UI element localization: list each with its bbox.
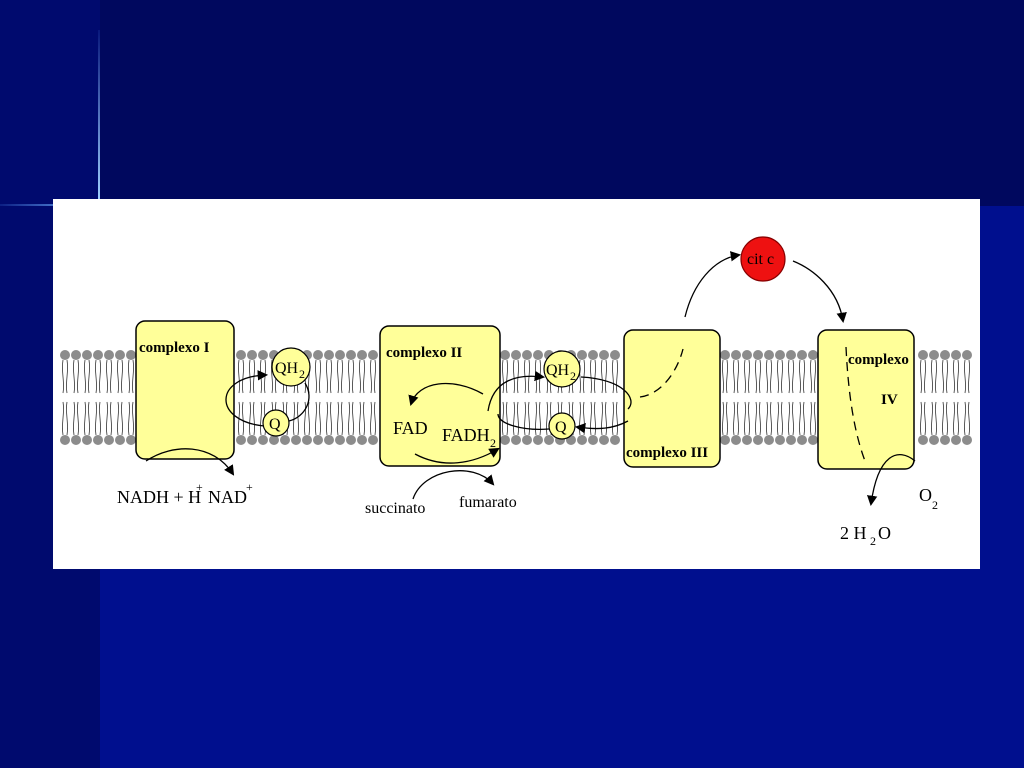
nadh-label: NADH + H	[117, 487, 201, 507]
diagram-panel: complexo I complexo II complexo III comp…	[53, 199, 980, 569]
complex-ii: complexo II	[379, 325, 501, 467]
complex-i: complexo I	[135, 320, 235, 460]
water-subscript: 2	[870, 534, 876, 548]
q-carrier-1: Q	[262, 409, 290, 437]
qh2-carrier-1: QH 2	[271, 347, 311, 387]
nad-label: NAD	[208, 487, 247, 507]
electron-transport-diagram: complexo I complexo II complexo III comp…	[60, 236, 972, 548]
qh2-carrier-2: QH 2	[543, 350, 581, 388]
q-carrier-2: Q	[548, 412, 576, 440]
fumarato-label: fumarato	[459, 494, 517, 511]
o2-subscript: 2	[932, 498, 938, 512]
o2-label: O	[919, 485, 932, 505]
svg-text:2: 2	[570, 369, 576, 383]
nad-plus-superscript: +	[246, 480, 253, 494]
cytochrome-c: cit c	[740, 236, 786, 282]
complex-i-label: complexo I	[139, 340, 210, 356]
lipid-bilayer	[60, 350, 972, 445]
svg-text:cit c: cit c	[747, 251, 774, 268]
svg-text:QH: QH	[546, 362, 570, 379]
svg-text:Q: Q	[555, 419, 567, 436]
complex-iii-label: complexo III	[626, 445, 708, 461]
complex-iv: complexo IV	[817, 329, 915, 470]
nadh-plus-superscript: +	[196, 480, 203, 494]
fadh2-subscript: 2	[490, 436, 496, 450]
electron-flow-arrows	[145, 251, 916, 507]
decorative-horizontal-line	[0, 204, 100, 206]
svg-text:QH: QH	[275, 360, 299, 377]
water-oxygen: O	[878, 523, 891, 543]
complex-iv-label-line1: complexo	[848, 352, 909, 368]
complex-iii: complexo III	[623, 329, 721, 468]
svg-text:Q: Q	[269, 416, 281, 433]
slide-background-top	[0, 0, 1024, 206]
fadh2-label: FADH	[442, 425, 490, 445]
complex-iv-label-line2: IV	[881, 392, 898, 408]
water-label: 2 H	[840, 523, 867, 543]
fad-label: FAD	[393, 418, 428, 438]
svg-text:2: 2	[299, 367, 305, 381]
succinato-label: succinato	[365, 500, 425, 517]
decorative-vertical-line	[98, 30, 100, 200]
complex-ii-label: complexo II	[386, 345, 462, 361]
